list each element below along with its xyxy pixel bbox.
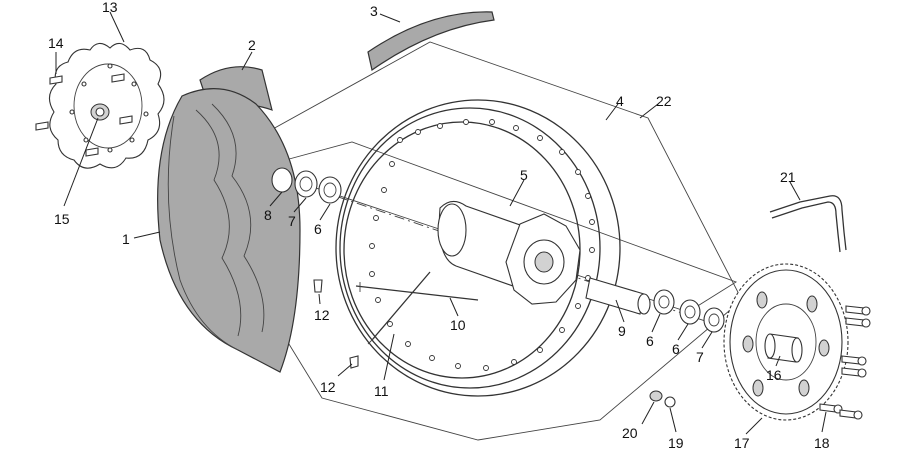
callout-6-right-b: 6 — [672, 341, 680, 357]
callout-17: 17 — [734, 435, 750, 451]
callout-12-top: 12 — [314, 307, 330, 323]
disc-screws — [35, 73, 133, 157]
callout-7-left: 7 — [288, 213, 296, 229]
callout-21: 21 — [780, 169, 796, 185]
nut-20 — [649, 390, 663, 402]
callout-5: 5 — [520, 167, 528, 183]
bearing-6-left — [318, 176, 342, 204]
disc-spacer-bore — [95, 107, 105, 117]
callout-14: 14 — [48, 35, 64, 51]
callout-16: 16 — [766, 367, 782, 383]
spoke-nipples — [313, 279, 359, 369]
wheel-rim-outer — [335, 99, 621, 397]
axle-spacer — [585, 277, 645, 315]
seal-8 — [271, 167, 293, 193]
hub-left-flange — [437, 203, 467, 257]
callout-13: 13 — [102, 0, 118, 15]
wheel-rim-lip — [339, 107, 601, 389]
callout-10: 10 — [450, 317, 466, 333]
callout-9: 9 — [618, 323, 626, 339]
brake-disc — [48, 42, 165, 169]
drive-chain — [769, 195, 847, 253]
brake-disc-inner-ring — [73, 63, 143, 149]
bearing-6-right-a — [653, 289, 675, 315]
brake-disc-holes — [69, 63, 149, 153]
callout-15: 15 — [54, 211, 70, 227]
callout-22: 22 — [656, 93, 672, 109]
tyre-sidewall-line — [167, 115, 239, 351]
bearing-7-left — [294, 170, 318, 198]
spoke-10 — [355, 285, 479, 301]
callout-18: 18 — [814, 435, 830, 451]
leader-lines — [55, 11, 827, 435]
callout-1: 1 — [122, 231, 130, 247]
callout-8: 8 — [264, 207, 272, 223]
bearing-6-right-b — [679, 299, 701, 325]
sprocket-bolts — [819, 305, 871, 420]
callout-20: 20 — [622, 425, 638, 441]
spoke-11 — [371, 271, 431, 341]
callout-6-right-a: 6 — [646, 333, 654, 349]
tyre-tread-line — [195, 109, 242, 337]
callout-11: 11 — [374, 383, 389, 399]
washer-19 — [664, 396, 676, 408]
callout-2: 2 — [248, 37, 256, 53]
rim-spoke-holes — [369, 119, 595, 371]
callout-4: 4 — [616, 93, 624, 109]
rim-band-strip — [367, 11, 495, 72]
hub-bore — [534, 251, 554, 273]
callout-6-left: 6 — [314, 221, 322, 237]
callout-19: 19 — [668, 435, 684, 451]
callout-12-bottom: 12 — [320, 379, 336, 395]
seal-7-right — [703, 307, 725, 333]
tyre-tread-line — [211, 103, 265, 333]
callout-7-right: 7 — [696, 349, 704, 365]
callout-3: 3 — [370, 3, 378, 19]
